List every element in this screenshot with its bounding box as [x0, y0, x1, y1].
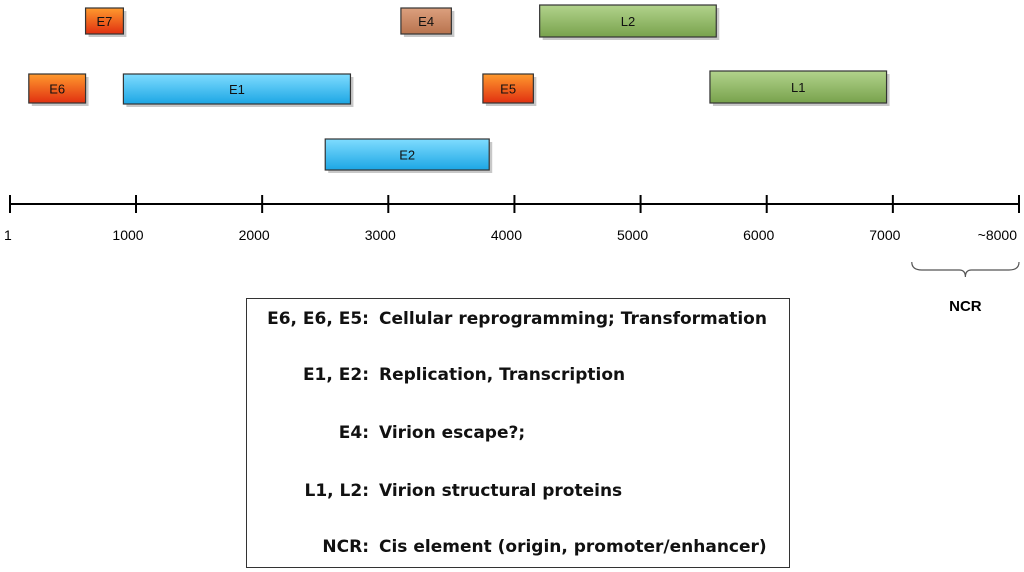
gene-bar-e5 [482, 73, 534, 104]
legend-desc: Cis element (origin, promoter/enhancer) [379, 537, 767, 557]
legend-key: NCR: [322, 537, 369, 557]
function-legend: E6, E6, E5: Cellular reprogramming; Tran… [246, 298, 790, 568]
gene-bar-e1 [122, 73, 352, 105]
axis-tick-label: 3000 [365, 227, 396, 243]
gene-label-l2: L2 [621, 14, 635, 29]
legend-row: E4: Virion escape?; [247, 423, 789, 449]
legend-key: L1, L2: [304, 481, 370, 501]
gene-label-e7: E7 [97, 14, 113, 29]
gene-label-e4: E4 [418, 14, 434, 29]
gene-bar-e2 [324, 138, 490, 171]
gene-e7: E7 [84, 7, 127, 37]
legend-desc: Virion structural proteins [379, 481, 623, 501]
genome-axis: 1 1000 2000 3000 4000 5000 6000 7000 ~8000 [4, 195, 1020, 243]
legend-row: E6, E6, E5: Cellular reprogramming; Tran… [247, 309, 789, 335]
gene-e4: E4 [400, 7, 455, 37]
axis-tick-label: 4000 [491, 227, 522, 243]
gene-l2: L2 [539, 4, 720, 40]
gene-bar-e7 [84, 7, 125, 35]
gene-bar-e4 [400, 7, 452, 35]
legend-key: E1, E2: [302, 365, 369, 385]
gene-bar-e6 [28, 73, 87, 104]
legend-row: L1, L2: Virion structural proteins [247, 481, 789, 507]
gene-e6: E6 [28, 73, 89, 106]
legend-row: NCR: Cis element (origin, promoter/enhan… [247, 537, 789, 563]
axis-tick-label: ~8000 [978, 227, 1018, 243]
axis-tick-label: 5000 [617, 227, 648, 243]
ncr-bracket: NCR [911, 261, 1020, 315]
legend-key: E4: [338, 423, 369, 443]
gene-e1: E1 [122, 73, 354, 107]
legend-desc: Replication, Transcription [379, 365, 626, 385]
axis-tick-label: 7000 [869, 227, 900, 243]
gene-label-l1: L1 [791, 80, 805, 95]
legend-desc: Cellular reprogramming; Transformation [379, 309, 767, 329]
gene-label-e5: E5 [500, 82, 516, 97]
axis-tick-label: 2000 [239, 227, 270, 243]
gene-l1: L1 [709, 70, 890, 106]
gene-bar-l2 [539, 4, 717, 38]
legend-row: E1, E2: Replication, Transcription [247, 365, 789, 391]
gene-bar-l1 [709, 70, 888, 104]
axis-tick-label: 6000 [743, 227, 774, 243]
gene-e5: E5 [482, 73, 537, 106]
ncr-label: NCR [949, 298, 982, 315]
legend-key: E6, E6, E5: [267, 309, 369, 329]
axis-tick-label: 1000 [112, 227, 143, 243]
ncr-brace [911, 261, 1020, 278]
gene-label-e2: E2 [399, 148, 415, 163]
legend-desc: Virion escape?; [379, 423, 526, 443]
gene-label-e6: E6 [49, 82, 65, 97]
gene-e2: E2 [324, 138, 493, 173]
gene-label-e1: E1 [229, 82, 245, 97]
axis-tick-label: 1 [4, 227, 12, 243]
